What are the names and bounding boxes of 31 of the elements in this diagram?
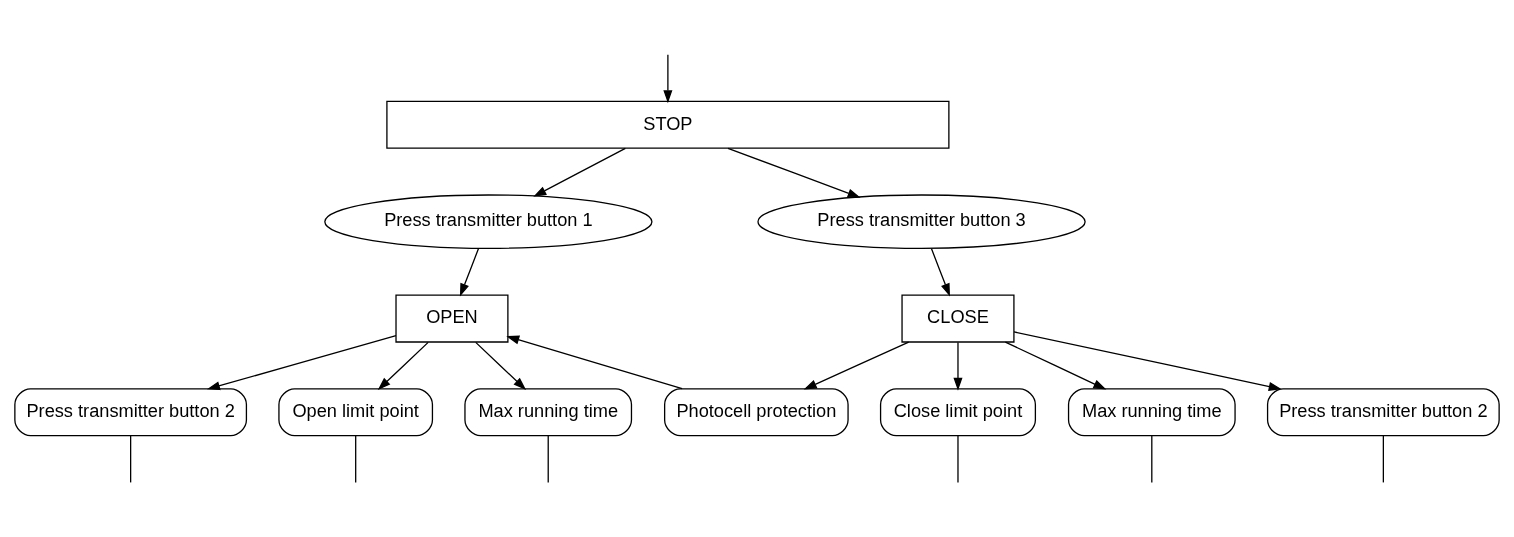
connector (130, 435, 132, 484)
arrow (803, 341, 910, 390)
node-box: Close limit point (879, 388, 1037, 437)
connector (1151, 435, 1153, 484)
node-box: Press transmitter button 2 (1266, 388, 1500, 437)
arrow (506, 335, 683, 390)
arrow (930, 248, 950, 297)
node-box: STOP (386, 100, 950, 149)
arrow (953, 341, 963, 391)
node-box: Open limit point (278, 388, 434, 437)
arrow (1004, 341, 1107, 390)
connector (957, 435, 959, 484)
node-box: Photocell protection (664, 388, 849, 437)
node-box: Max running time (464, 388, 633, 437)
connector (1382, 435, 1384, 484)
node-box: CLOSE (901, 294, 1015, 343)
arrow (533, 147, 626, 197)
node-box: Max running time (1067, 388, 1236, 437)
node-ellipse: Press transmitter button 3 (757, 194, 1086, 249)
arrow (663, 54, 673, 104)
node-box: Press transmitter button 2 (14, 388, 248, 437)
arrow (206, 335, 397, 391)
arrow (727, 147, 861, 198)
connector (547, 435, 549, 484)
arrow (1013, 331, 1282, 391)
connector (355, 435, 357, 484)
node-ellipse: Press transmitter button 1 (324, 194, 653, 249)
node-box: OPEN (395, 294, 509, 343)
arrow (377, 341, 429, 391)
arrow (475, 341, 527, 391)
arrow (459, 248, 480, 297)
